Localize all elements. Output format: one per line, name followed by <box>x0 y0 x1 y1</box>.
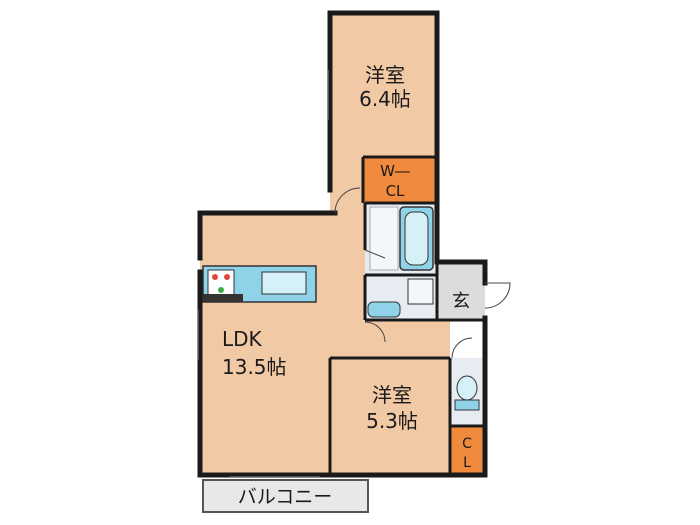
walk-in-closet-label-2: CL <box>386 182 405 200</box>
room-closet <box>450 426 485 475</box>
hallway <box>365 320 450 358</box>
walls <box>197 10 488 478</box>
washbasin <box>367 301 401 318</box>
kitchen-base <box>203 294 243 302</box>
bathtub-inner <box>404 211 429 266</box>
closet-label-1: C <box>462 436 472 452</box>
door-swing-top-room <box>334 187 361 214</box>
ldk-size: 13.5帖 <box>222 355 287 379</box>
kitchen-sink <box>261 271 307 295</box>
shower-area <box>369 206 399 271</box>
doors <box>334 187 511 359</box>
western-top-size: 6.4帖 <box>359 87 411 111</box>
western-bottom-size: 5.3帖 <box>366 409 418 433</box>
door-swing-entrance <box>484 282 511 309</box>
walk-in-closet-label-1: W― <box>380 162 410 180</box>
western-bottom-name: 洋室 <box>372 383 412 407</box>
stove-burner <box>224 274 230 280</box>
stove-burner <box>218 287 224 293</box>
toilet-bowl <box>456 375 478 401</box>
room-walk-in-closet <box>363 157 437 203</box>
room-western-bottom <box>330 358 450 475</box>
windows <box>197 70 329 478</box>
washing-machine <box>407 278 434 305</box>
stove-burner <box>212 274 218 280</box>
entrance-label: 玄 <box>452 291 470 312</box>
kitchen-stove <box>207 269 235 299</box>
room-entrance <box>437 262 485 320</box>
balcony-label: バルコニー <box>238 486 333 508</box>
interior-walls <box>328 155 485 475</box>
toilet-tank <box>454 399 480 411</box>
closet-label-2: L <box>463 455 471 471</box>
door-bathroom <box>364 249 386 259</box>
door-swing-hall <box>364 321 386 343</box>
ldk-name: LDK <box>222 327 263 351</box>
door-swing-toilet <box>451 337 473 359</box>
balcony <box>202 479 369 513</box>
western-top-name: 洋室 <box>365 63 405 87</box>
